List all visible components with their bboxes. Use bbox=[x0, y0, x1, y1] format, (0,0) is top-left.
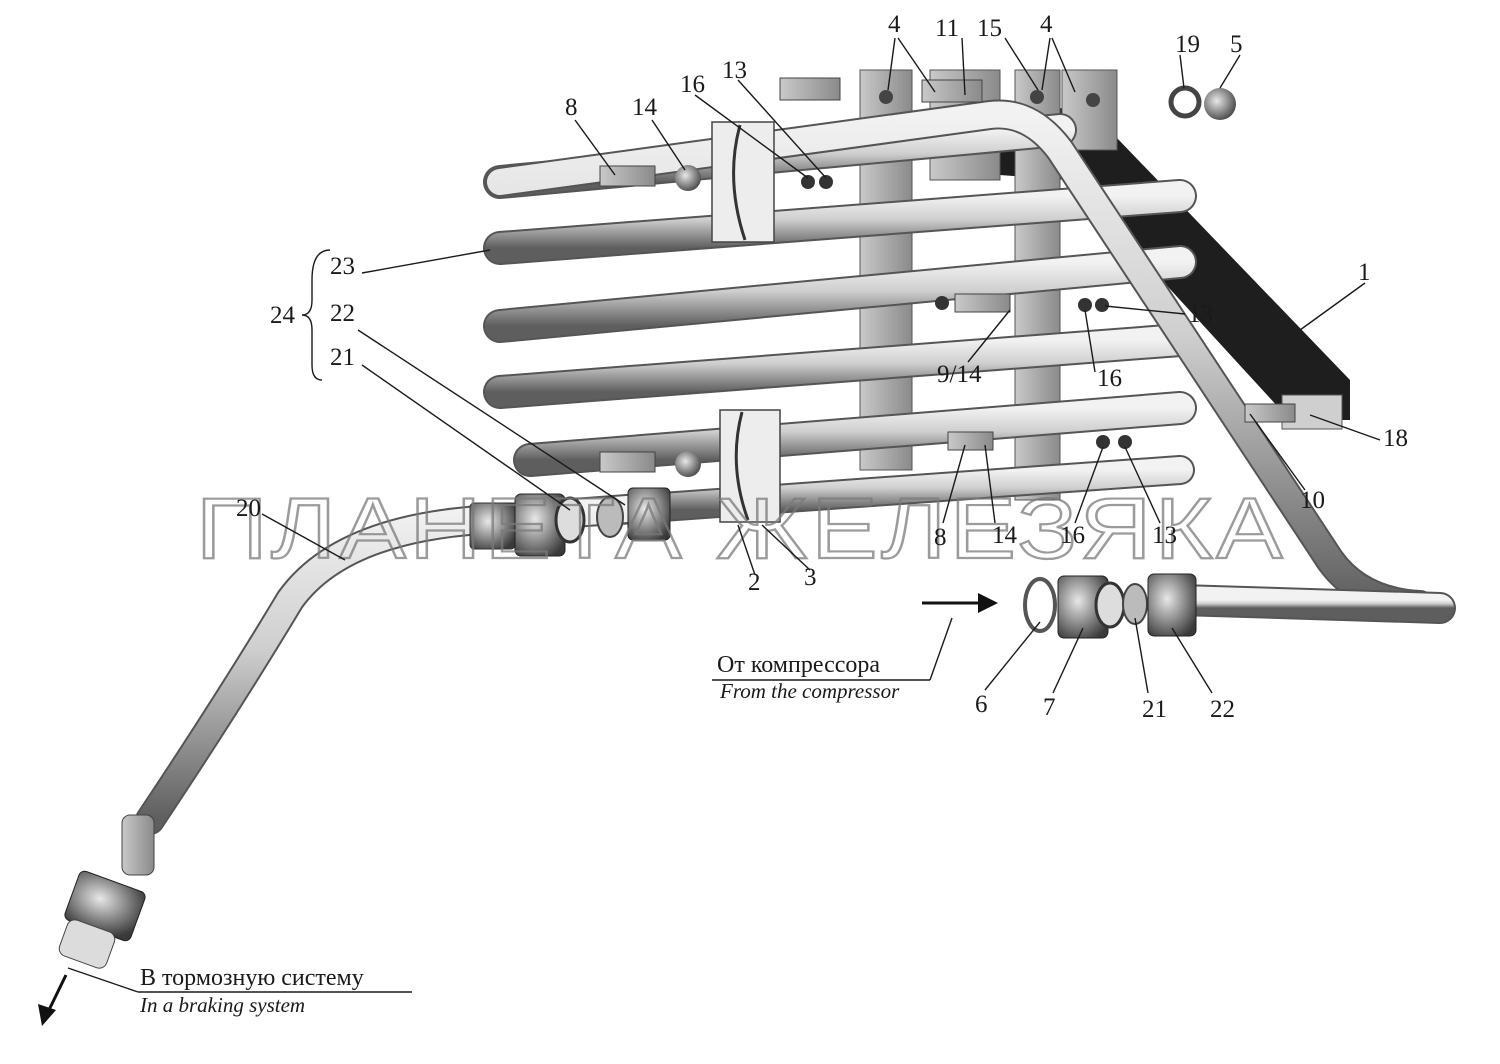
caption-to-brakes-ru: В тормозную систему bbox=[140, 965, 364, 991]
label-21a: 21 bbox=[330, 344, 355, 371]
leader-lines bbox=[67, 37, 1381, 993]
label-18: 18 bbox=[1383, 425, 1408, 452]
label-8a: 8 bbox=[565, 94, 578, 121]
flow-captions: От компрессора From the compressor В тор… bbox=[139, 652, 900, 1017]
watermark: ПЛАНЕТА ЖЕЛЕЗЯКА bbox=[196, 481, 1286, 577]
return-tube bbox=[485, 99, 1456, 624]
part-labels: 1 2 3 4 4 5 6 7 8 8 9/14 10 11 13 13 13 … bbox=[236, 11, 1408, 723]
cooler-coil-23 bbox=[483, 113, 1197, 525]
label-1: 1 bbox=[1358, 259, 1371, 286]
label-13c: 13 bbox=[1152, 522, 1177, 549]
label-22a: 22 bbox=[330, 300, 355, 327]
label-20: 20 bbox=[236, 495, 261, 522]
label-3: 3 bbox=[804, 564, 817, 591]
label-21b: 21 bbox=[1142, 696, 1167, 723]
label-11: 11 bbox=[935, 15, 959, 42]
label-7: 7 bbox=[1043, 694, 1056, 721]
outlet-fittings bbox=[58, 487, 671, 969]
caption-from-compressor-en: From the compressor bbox=[719, 679, 900, 703]
flow-arrows bbox=[38, 593, 998, 1026]
clamps bbox=[711, 121, 781, 523]
label-16a: 16 bbox=[680, 71, 705, 98]
outlet-tube-20 bbox=[135, 493, 655, 835]
label-4a: 4 bbox=[888, 11, 901, 38]
label-4b: 4 bbox=[1040, 11, 1053, 38]
label-13a: 13 bbox=[722, 57, 747, 84]
outlet-arrow-head bbox=[38, 1004, 56, 1026]
label-9-14: 9/14 bbox=[937, 361, 982, 388]
label-6: 6 bbox=[975, 691, 988, 718]
label-5: 5 bbox=[1230, 31, 1243, 58]
inlet-fittings bbox=[1023, 573, 1197, 639]
label-13b: 13 bbox=[1188, 301, 1213, 328]
label-24: 24 bbox=[270, 302, 296, 329]
label-22b: 22 bbox=[1210, 696, 1235, 723]
label-2: 2 bbox=[748, 569, 761, 596]
outlet-arrow bbox=[46, 974, 68, 1013]
label-16c: 16 bbox=[1060, 522, 1085, 549]
label-8b: 8 bbox=[934, 524, 947, 551]
inlet-arrow-head bbox=[978, 593, 998, 613]
caption-from-compressor-ru: От компрессора bbox=[717, 652, 880, 678]
label-10: 10 bbox=[1300, 487, 1325, 514]
label-14a: 14 bbox=[632, 94, 658, 121]
label-19: 19 bbox=[1175, 31, 1200, 58]
fasteners bbox=[599, 77, 1296, 477]
caption-to-brakes-en: In a braking system bbox=[139, 993, 305, 1017]
label-14b: 14 bbox=[992, 522, 1018, 549]
label-16b: 16 bbox=[1097, 365, 1122, 392]
label-15: 15 bbox=[977, 15, 1002, 42]
label-23: 23 bbox=[330, 253, 355, 280]
